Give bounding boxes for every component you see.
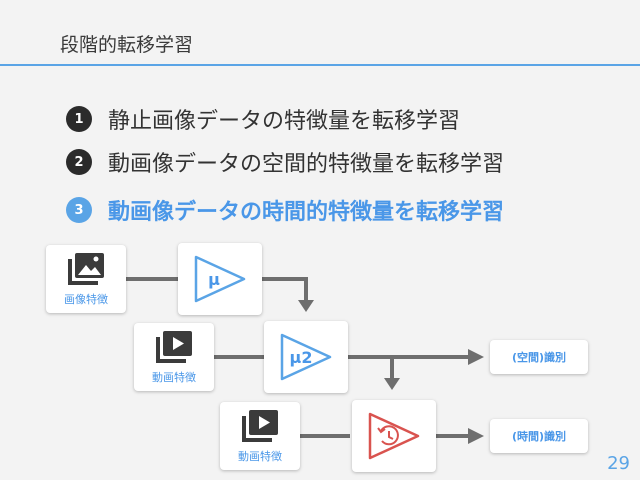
output-card-temporal: (時間)識別 — [490, 419, 588, 453]
connector-model1-model2 — [261, 277, 308, 303]
arrowhead-right-2 — [468, 428, 484, 444]
source-label-2: 動画特徴 — [152, 371, 196, 384]
triangle-icon: μ2 — [280, 333, 332, 381]
source-label-3: 動画特徴 — [238, 450, 282, 463]
title-rule — [0, 64, 640, 66]
list-item-3: 3 動画像データの時間的特徴量を転移学習 — [66, 194, 504, 226]
triangle-icon: μ — [194, 255, 246, 303]
model-card-3 — [352, 400, 436, 472]
arrowhead-down-2 — [384, 378, 400, 390]
list-item-2: 2 動画像データの空間的特徴量を転移学習 — [66, 146, 504, 178]
arrowhead-right-1 — [468, 349, 484, 365]
source-card-video-1: 動画特徴 — [134, 323, 214, 391]
video-stack-icon — [242, 410, 278, 442]
source-card-video-2: 動画特徴 — [220, 402, 300, 470]
item-number-2: 2 — [66, 149, 92, 175]
source-label-1: 画像特徴 — [64, 293, 108, 306]
image-stack-icon — [68, 253, 104, 285]
slide-title: 段階的転移学習 — [60, 34, 194, 56]
page-number: 29 — [607, 453, 630, 474]
item-number-3: 3 — [66, 197, 92, 223]
list-item-1: 1 静止画像データの特徴量を転移学習 — [66, 103, 460, 135]
arrowhead-down-1 — [298, 300, 314, 312]
triangle-icon — [368, 412, 420, 460]
history-clock-icon — [377, 425, 399, 446]
source-card-image: 画像特徴 — [46, 245, 126, 313]
output-card-spatial: (空間)識別 — [490, 340, 588, 374]
item-text-2: 動画像データの空間的特徴量を転移学習 — [108, 152, 505, 177]
model-symbol-2: μ2 — [290, 348, 313, 367]
output-label-1: (空間)識別 — [511, 351, 567, 364]
item-text-1: 静止画像データの特徴量を転移学習 — [108, 109, 461, 134]
video-stack-icon — [156, 331, 192, 363]
model-card-1: μ — [178, 243, 262, 315]
item-text-3: 動画像データの時間的特徴量を転移学習 — [108, 200, 505, 225]
item-number-1: 1 — [66, 106, 92, 132]
model-symbol-1: μ — [208, 270, 220, 289]
output-label-2: (時間)識別 — [511, 430, 567, 443]
model-card-2: μ2 — [264, 321, 348, 393]
